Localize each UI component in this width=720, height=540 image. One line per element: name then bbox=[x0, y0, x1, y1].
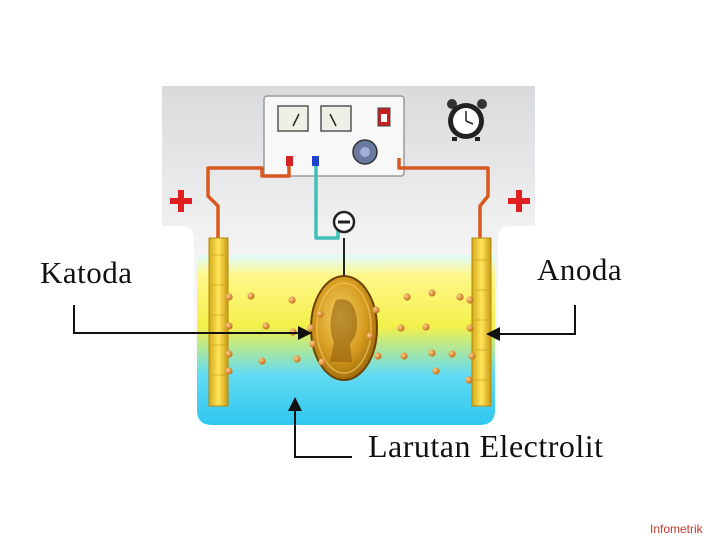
ion-dot bbox=[428, 349, 436, 357]
anode-label: Anoda bbox=[537, 252, 623, 287]
ion-dot bbox=[225, 293, 233, 301]
positive-wire-left bbox=[206, 166, 291, 240]
ion-dot bbox=[374, 352, 382, 360]
metal-ions bbox=[225, 289, 476, 384]
ion-dot bbox=[366, 332, 374, 340]
ion-dot bbox=[432, 367, 440, 375]
larutan-pointer-line bbox=[294, 408, 352, 458]
ion-dot bbox=[225, 350, 233, 358]
ion-dot bbox=[400, 352, 408, 360]
ion-dot bbox=[468, 352, 476, 360]
ion-dot bbox=[309, 340, 317, 348]
ion-dot bbox=[428, 289, 436, 297]
anoda-pointer-line bbox=[496, 305, 576, 335]
katoda-pointer-line bbox=[73, 305, 302, 334]
plus-sign-left bbox=[170, 190, 192, 212]
ion-dot bbox=[466, 324, 474, 332]
ion-dot bbox=[422, 323, 430, 331]
electrode-texture bbox=[211, 254, 489, 381]
watermark-text: Infometrik bbox=[650, 522, 703, 536]
ion-dot bbox=[225, 322, 233, 330]
ion-dot bbox=[288, 296, 296, 304]
ion-dot bbox=[397, 324, 405, 332]
cathode-label: Katoda bbox=[40, 255, 133, 290]
ion-dot bbox=[318, 358, 326, 366]
negative-terminal-icon bbox=[332, 210, 356, 234]
ion-dot bbox=[316, 310, 324, 318]
anoda-arrowhead bbox=[486, 327, 500, 341]
ion-dot bbox=[456, 293, 464, 301]
ion-dot bbox=[465, 376, 473, 384]
ion-dot bbox=[262, 322, 270, 330]
ion-dot bbox=[225, 367, 233, 375]
stopwatch-icon bbox=[447, 99, 487, 141]
electrolyte-label: Larutan Electrolit bbox=[368, 428, 604, 464]
ion-dot bbox=[307, 324, 315, 332]
ion-dot bbox=[403, 293, 411, 301]
cathode-electrode bbox=[208, 237, 229, 407]
ion-dot bbox=[258, 357, 266, 365]
power-supply-icon bbox=[263, 95, 405, 177]
anode-electrode bbox=[471, 237, 492, 407]
coin-icon bbox=[310, 275, 378, 381]
ion-dot bbox=[466, 296, 474, 304]
katoda-arrowhead bbox=[298, 326, 312, 340]
positive-wire-right bbox=[397, 158, 490, 240]
plus-sign-right bbox=[508, 190, 530, 212]
ion-dot bbox=[293, 355, 301, 363]
larutan-arrowhead bbox=[288, 397, 302, 411]
ion-dot bbox=[448, 350, 456, 358]
ion-dot bbox=[247, 292, 255, 300]
ion-dot bbox=[372, 306, 380, 314]
